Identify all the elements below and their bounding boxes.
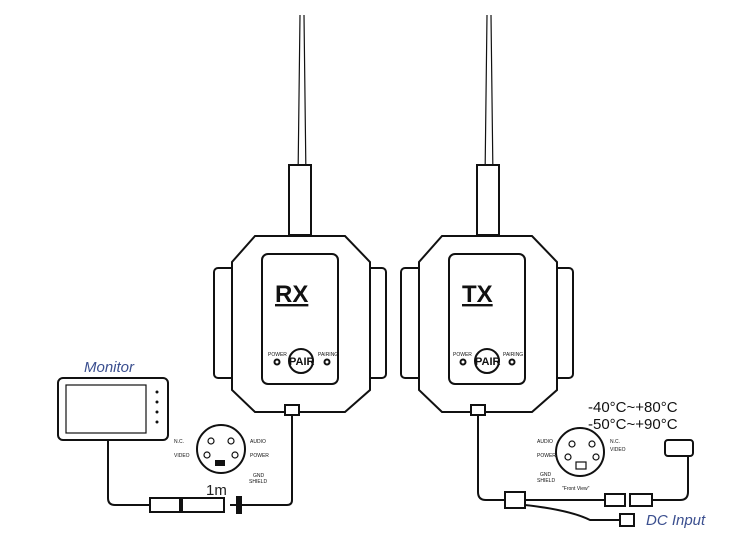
- monitor-body: [57, 377, 169, 441]
- monitor-label: Monitor: [84, 359, 135, 376]
- tx-cable: [477, 415, 515, 501]
- tx-face: [448, 253, 526, 385]
- rx-antenna: [297, 14, 307, 181]
- rx-pair-button: [288, 348, 314, 374]
- tx-power-led: [459, 358, 467, 366]
- tx-cabling: [504, 439, 694, 527]
- tx-connector-gnd-label: GND: [540, 472, 552, 478]
- tx-connector-shield-label: SHIELD: [537, 478, 555, 484]
- rx-connector-shield-label: SHIELD: [249, 479, 267, 485]
- rx-unit: RX PAIR POWER PAIRING: [213, 14, 387, 506]
- cable-length-label: 1m: [206, 482, 227, 499]
- tx-connector-pinout: AUDIO POWER N.C. VIDEO GND SHIELD "Front…: [537, 427, 626, 492]
- monitor: [57, 377, 242, 514]
- rx-cable: [230, 415, 293, 506]
- rx-connector-video-label: VIDEO: [174, 453, 190, 459]
- tx-pair-button: [474, 348, 500, 374]
- rx-pair-label: PAIR: [289, 356, 315, 368]
- rx-power-label: POWER: [268, 352, 287, 358]
- rx-connector-pinout: N.C. VIDEO AUDIO POWER GND SHIELD: [174, 424, 269, 485]
- dc-input-label: DC Input: [646, 512, 706, 529]
- tx-connector-power-label: POWER: [537, 453, 556, 459]
- rx-face: [261, 253, 339, 385]
- temperature-range-1: -40°C~+80°C: [588, 399, 678, 416]
- rx-cable-gland: [284, 404, 300, 416]
- tx-connector-video-label: VIDEO: [610, 447, 626, 453]
- rx-pairing-led: [323, 358, 331, 366]
- cable-clip: [236, 496, 242, 514]
- tx-pairing-led: [508, 358, 516, 366]
- tx-connector-front-view-label: "Front View": [562, 486, 590, 492]
- tx-label: TX: [462, 281, 493, 308]
- rx-connector-power-label: POWER: [250, 453, 269, 459]
- tx-connector-audio-label: AUDIO: [537, 439, 553, 445]
- tx-unit: TX PAIR POWER PAIRING: [400, 14, 574, 501]
- tx-power-label: POWER: [453, 352, 472, 358]
- dc-input-connector: [619, 513, 635, 527]
- extension-connector: [181, 497, 225, 513]
- rx-connector-gnd-label: GND: [253, 473, 265, 479]
- monitor-screen: [65, 384, 147, 434]
- rx-label: RX: [275, 281, 308, 308]
- tx-antenna: [484, 14, 494, 181]
- rx-antenna-base: [288, 164, 312, 236]
- tx-pairing-label: PAIRING: [503, 352, 523, 358]
- rx-pairing-label: PAIRING: [318, 352, 338, 358]
- rx-connector-nc-label: N.C.: [174, 439, 184, 445]
- camera-connector: [664, 439, 694, 457]
- tx-cable-gland: [470, 404, 486, 416]
- rx-power-led: [273, 358, 281, 366]
- monitor-cable: [107, 440, 150, 506]
- tx-pair-label: PAIR: [475, 356, 501, 368]
- tx-connector-nc-label: N.C.: [610, 439, 620, 445]
- monitor-connector: [149, 497, 181, 513]
- tx-antenna-base: [476, 164, 500, 236]
- temperature-range-2: -50°C~+90°C: [588, 416, 678, 433]
- rx-connector-audio-label: AUDIO: [250, 439, 266, 445]
